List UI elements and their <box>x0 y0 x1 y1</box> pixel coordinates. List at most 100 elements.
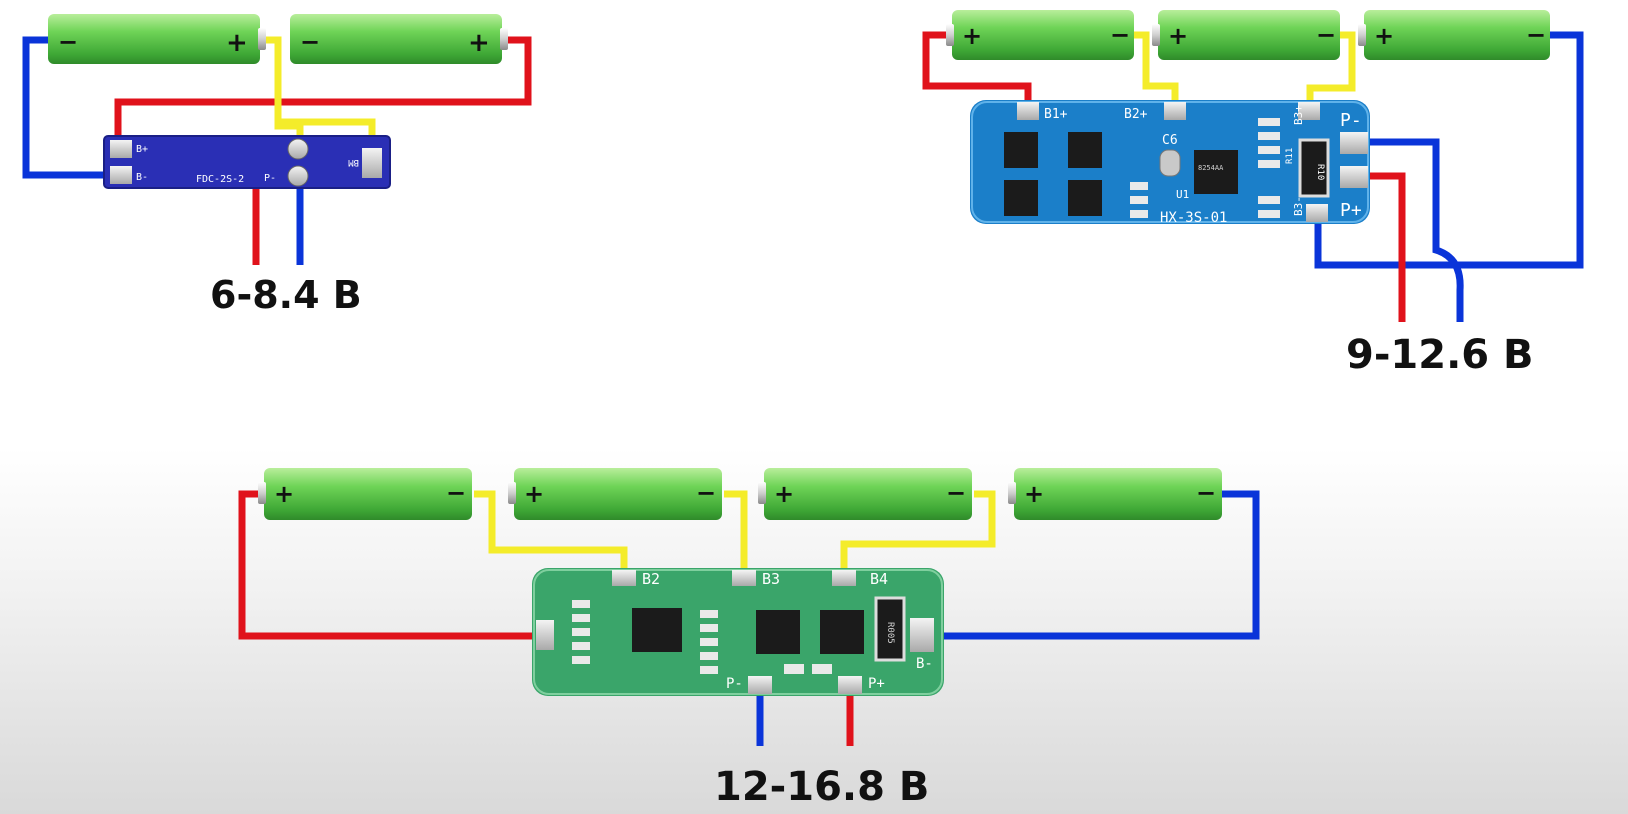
bms-board-3s: 8254AA B1+ B2+ B3+ P- P+ <box>970 100 1370 226</box>
voltage-label-2s: 6-8.4 B <box>210 273 362 317</box>
pad-b3-4s <box>732 570 756 586</box>
pad-pplus-4s <box>838 676 862 694</box>
pad-bminus-2s <box>110 166 132 184</box>
cell-4s-3: + − <box>758 468 972 520</box>
yellow-wire-4s-b3 <box>724 490 748 580</box>
yellow-wire-4s-b4 <box>840 490 996 580</box>
cell-4s-4: + − <box>1008 468 1222 520</box>
blue-wire-3s-pminus <box>1360 138 1464 322</box>
circuit-2s: B+ B- P- BM FDC-2S-2 − + − + 6-8.4 B <box>22 14 532 317</box>
pad-pminus-3s <box>1340 132 1368 154</box>
silk-bm-2s: BM <box>348 157 359 167</box>
cell-4s-1: + − <box>258 468 472 520</box>
cell-4s-1-right-terminal: − <box>446 479 466 507</box>
cell-4s-2-right-terminal: − <box>696 479 716 507</box>
svg-text:8254AA: 8254AA <box>1198 164 1224 172</box>
circuit-3s: 8254AA B1+ B2+ B3+ P- P+ <box>922 10 1584 378</box>
pad-b3plus-3s <box>1298 102 1320 120</box>
pad-pplus-2s <box>287 138 309 160</box>
pad-pplus-3s <box>1340 166 1368 188</box>
silk-r010-3s: R10 <box>1315 164 1325 180</box>
cell-4s-2-left-terminal: + <box>524 480 544 508</box>
pad-bplus-2s <box>110 140 132 158</box>
silk-bminus-2s: B- <box>136 172 148 183</box>
cell-4s-3-left-terminal: + <box>774 480 794 508</box>
silk-b2plus-3s: B2+ <box>1124 107 1148 122</box>
capacitor-c6-3s <box>1159 149 1181 177</box>
pad-b3minus-3s <box>1306 204 1328 222</box>
silk-pplus-3s: P+ <box>1340 200 1362 221</box>
red-wire-4s-bplus <box>238 490 544 640</box>
blue-wire-4s-bminus <box>920 490 1260 640</box>
cell-3s-3-right-terminal: − <box>1526 21 1546 49</box>
voltage-label-3s: 9-12.6 B <box>1346 332 1534 378</box>
pad-bplus-4s <box>536 620 554 650</box>
silk-model-2s: FDC-2S-2 <box>196 174 244 185</box>
silk-b3minus-3s: B3- <box>1292 196 1305 216</box>
bms-board-4s: R005 B2 B3 B4 B- P- P+ <box>532 568 944 696</box>
voltage-label-4s: 12-16.8 B <box>714 764 929 810</box>
yellow-wire-3s-b2plus <box>1128 31 1179 108</box>
pad-b1plus-3s <box>1017 102 1039 120</box>
cell-3s-1: + − <box>946 10 1134 60</box>
blue-wire-3s-bminus <box>1314 31 1584 269</box>
pad-b2plus-3s <box>1164 102 1186 120</box>
silk-b1plus-3s: B1+ <box>1044 107 1068 122</box>
cell-3s-1-right-terminal: − <box>1110 21 1130 49</box>
silk-r11-3s: R11 <box>1285 148 1295 164</box>
cell-4s-2: + − <box>508 468 722 520</box>
pad-pminus-2s <box>287 165 309 187</box>
silk-pminus-4s: P- <box>726 676 743 692</box>
cell-3s-2-left-terminal: + <box>1168 22 1188 50</box>
pad-bm-2s <box>362 148 382 178</box>
silk-bplus-2s: B+ <box>136 144 148 155</box>
silk-model-3s: HX-3S-01 <box>1160 210 1227 226</box>
resistor-r005-4s: R005 <box>874 596 906 662</box>
passives-3s <box>1130 118 1280 218</box>
red-wire-3s-b1plus <box>922 31 1032 108</box>
cell-2s-1-left-terminal: − <box>58 28 78 56</box>
bms-board-2s: B+ B- P- BM FDC-2S-2 <box>103 135 391 189</box>
cell-3s-1-left-terminal: + <box>962 22 982 50</box>
cell-2s-2-left-terminal: − <box>300 28 320 56</box>
silk-b2-4s: B2 <box>642 570 660 588</box>
cell-2s-2-right-terminal: + <box>468 28 490 58</box>
cell-4s-3-right-terminal: − <box>946 479 966 507</box>
cell-4s-1-left-terminal: + <box>274 480 294 508</box>
silk-pminus-2s: P- <box>264 173 276 184</box>
circuit-4s: R005 B2 B3 B4 B- P- P+ <box>238 468 1260 810</box>
cell-4s-4-left-terminal: + <box>1024 480 1044 508</box>
silk-r005-4s: R005 <box>885 622 895 644</box>
silk-u1-3s: U1 <box>1176 188 1189 201</box>
cell-2s-1-right-terminal: + <box>226 28 248 58</box>
cell-3s-2: + − <box>1152 10 1340 60</box>
mosfets-3s <box>1004 132 1102 216</box>
resistor-r010-3s <box>1298 138 1330 198</box>
pad-bminus-4s <box>910 618 934 652</box>
ics-4s <box>632 608 864 654</box>
wires-3s <box>922 31 1584 322</box>
silk-pminus-3s: P- <box>1340 110 1362 131</box>
cell-3s-2-right-terminal: − <box>1316 21 1336 49</box>
silk-b3plus-3s: B3+ <box>1292 105 1305 125</box>
cell-2s-2: − + <box>290 14 508 64</box>
passives-4s <box>572 600 832 674</box>
red-wire-3s-pplus <box>1360 172 1406 322</box>
cell-3s-3: + − <box>1358 10 1550 60</box>
red-wire-2s-bplus <box>114 36 532 150</box>
silk-b4-4s: B4 <box>870 570 888 588</box>
pad-b4-4s <box>832 570 856 586</box>
cell-2s-1: − + <box>48 14 266 64</box>
cell-3s-3-left-terminal: + <box>1374 22 1394 50</box>
silk-pplus-4s: P+ <box>868 676 885 692</box>
blue-wire-2s-bminus <box>22 36 112 179</box>
silk-c6-3s: C6 <box>1162 133 1178 148</box>
yellow-wire-3s-b3plus <box>1306 31 1356 108</box>
pad-b2-4s <box>612 570 636 586</box>
cell-4s-4-right-terminal: − <box>1196 479 1216 507</box>
silk-bminus-4s: B- <box>916 656 933 672</box>
silk-b3-4s: B3 <box>762 570 780 588</box>
pad-pminus-4s <box>748 676 772 694</box>
yellow-wire-4s-b2 <box>474 490 628 580</box>
